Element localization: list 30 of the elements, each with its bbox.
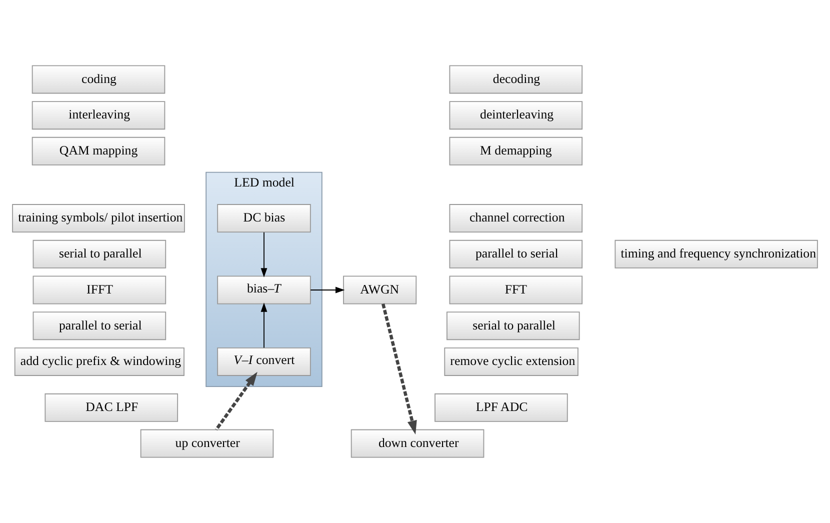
node-box: bias–T	[217, 276, 311, 304]
arrow	[214, 372, 258, 431]
node-box: AWGN	[343, 276, 417, 304]
node-box: parallel to serial	[32, 312, 166, 340]
node-box: LPF ADC	[434, 393, 568, 422]
node-box: add cyclic prefix & windowing	[14, 347, 184, 376]
node-box: V–I convert	[217, 347, 311, 376]
node-box: deinterleaving	[449, 101, 583, 130]
node-box: decoding	[449, 65, 583, 94]
arrow	[310, 286, 345, 294]
arrow	[260, 232, 268, 278]
node-box: QAM mapping	[32, 136, 166, 166]
node-box: IFFT	[32, 276, 166, 304]
arrow	[381, 303, 417, 434]
node-box: training symbols/ pilot insertion	[12, 204, 185, 233]
node-box: FFT	[449, 276, 583, 304]
node-box: interleaving	[32, 101, 166, 130]
node-box: timing and frequency synchronization	[614, 240, 818, 268]
node-box: DAC LPF	[44, 393, 178, 422]
node-box: up converter	[140, 429, 274, 458]
arrow	[260, 302, 268, 348]
node-box: serial to parallel	[446, 312, 580, 340]
node-box: serial to parallel	[32, 240, 166, 268]
node-box: channel correction	[449, 204, 583, 233]
node-box: DC bias	[217, 204, 311, 233]
node-box: down converter	[350, 429, 484, 458]
node-box: parallel to serial	[449, 240, 583, 268]
node-box: remove cyclic extension	[444, 347, 578, 376]
node-box: coding	[32, 65, 166, 94]
node-box: M demapping	[449, 136, 583, 166]
